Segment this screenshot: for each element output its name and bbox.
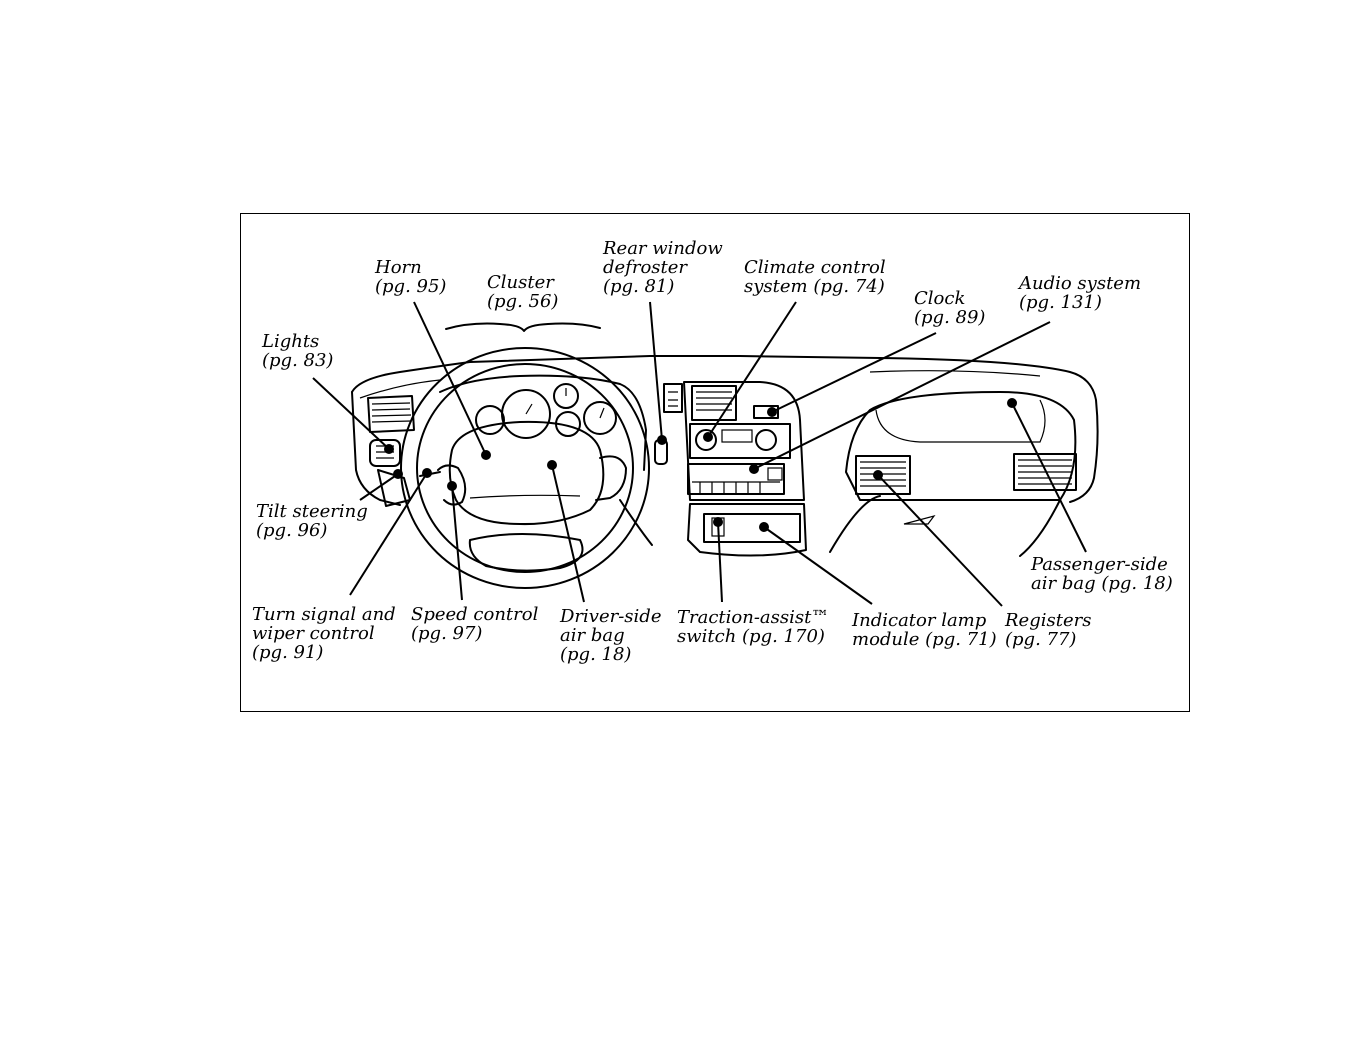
speed-control-pad [437, 464, 467, 506]
climate-panel [689, 423, 791, 459]
gauge-top [553, 383, 579, 409]
steering-wheel-inner [416, 363, 634, 573]
gauge-left [475, 405, 505, 435]
cluster-brace [445, 322, 601, 332]
steering-hub [448, 420, 605, 526]
label-cluster: Cluster (pg. 56) [487, 272, 559, 312]
label-tilt-steering: Tilt steering (pg. 96) [256, 501, 368, 541]
tachometer [583, 401, 617, 435]
center-vent [691, 385, 737, 421]
label-speed-control: Speed control (pg. 97) [411, 604, 539, 644]
instrument-cluster [439, 374, 647, 471]
diagram-frame [240, 213, 1190, 712]
label-indicator-lamp: Indicator lamp module (pg. 71) [852, 610, 997, 650]
dashboard-outline [351, 355, 1099, 503]
label-climate-control: Climate control system (pg. 74) [744, 257, 886, 297]
label-horn: Horn (pg. 95) [375, 257, 447, 297]
label-traction-assist: Traction-assist™ switch (pg. 170) [677, 607, 830, 647]
label-passenger-airbag: Passenger-side air bag (pg. 18) [1031, 554, 1173, 594]
label-driver-airbag: Driver-side air bag (pg. 18) [560, 606, 662, 665]
clock-display [753, 405, 779, 419]
label-rear-window-defroster: Rear window defroster (pg. 81) [603, 238, 723, 297]
label-lights: Lights (pg. 83) [262, 331, 334, 371]
label-audio-system: Audio system (pg. 131) [1019, 273, 1142, 313]
passenger-vent-right [1013, 453, 1077, 491]
label-clock: Clock (pg. 89) [914, 288, 986, 328]
passenger-glovebox [845, 391, 1077, 501]
lights-switch [369, 439, 401, 467]
lower-console [687, 503, 807, 557]
label-turn-signal: Turn signal and wiper control (pg. 91) [252, 604, 396, 663]
steering-wheel-outer [400, 347, 650, 589]
left-vent [367, 395, 415, 433]
label-registers: Registers (pg. 77) [1005, 610, 1092, 650]
center-stack [683, 381, 805, 501]
defroster-switch [663, 383, 683, 413]
passenger-vent-left [855, 455, 911, 495]
